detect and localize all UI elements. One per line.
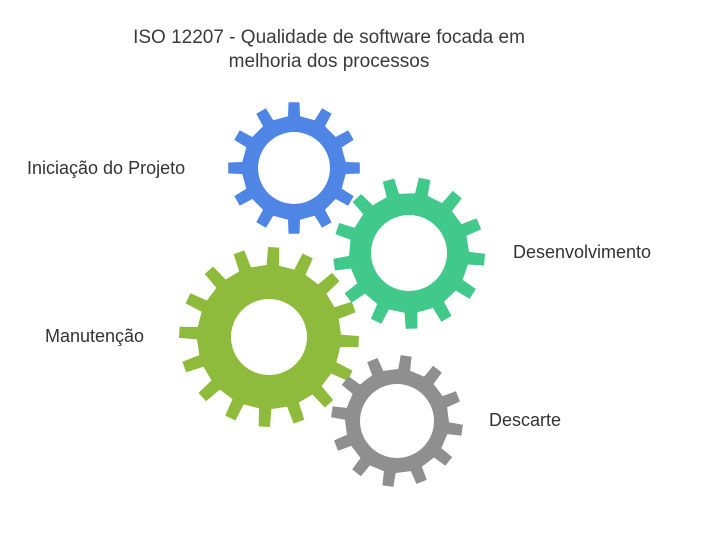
gear-iniciacao-icon (228, 102, 360, 234)
label-iniciacao: Iniciação do Projeto (27, 158, 186, 178)
label-desenvolvimento: Desenvolvimento (513, 242, 652, 262)
diagram-title: ISO 12207 - Qualidade de software focada… (104, 26, 554, 74)
gear-manutencao-icon (179, 247, 359, 427)
gear-descarte-icon (331, 355, 463, 487)
title-line-2: melhoria dos processos (228, 51, 430, 72)
gear-desenvolvimento-icon (333, 177, 485, 329)
label-descarte: Descarte (489, 410, 562, 430)
label-manutencao: Manutenção (45, 326, 145, 346)
title-line-1: ISO 12207 - Qualidade de software focada… (133, 27, 525, 48)
